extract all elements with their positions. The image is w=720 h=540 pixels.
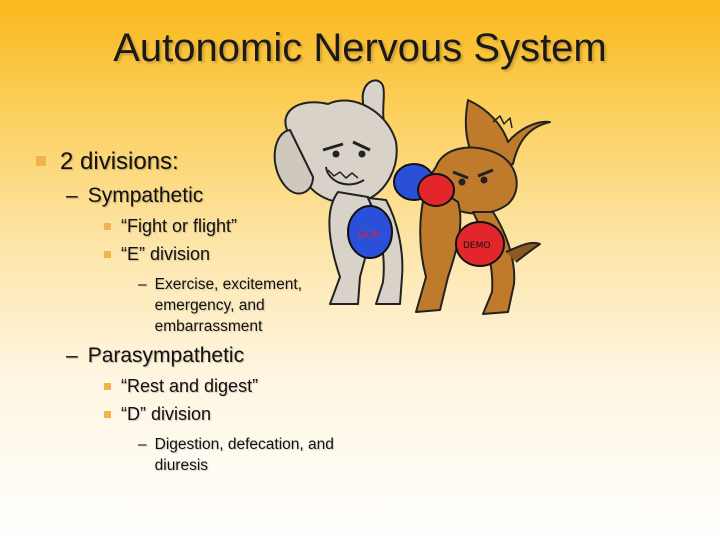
sympathetic-item-text: “E” division [121,244,211,264]
donkey-red-glove: DEMO [455,221,505,267]
slide-title: Autonomic Nervous System [113,26,607,70]
sympathetic-heading: – Sympathetic [66,184,203,208]
bullet-marker-icon [104,383,111,390]
sympathetic-item-text: “Fight or flight” [121,216,238,236]
parasympathetic-item: “Rest and digest” [104,376,258,397]
elephant-figure [273,79,404,305]
bullet-text: 2 divisions: [60,148,179,175]
sympathetic-item: “Fight or flight” [104,216,237,237]
sympathetic-detail: – Exercise, excitement, emergency, and e… [138,274,338,337]
bullet-marker-icon [104,251,111,258]
bullet-two-divisions: 2 divisions: [36,148,179,176]
boxing-gloves-clash [393,163,455,207]
bullet-marker-icon [36,156,46,166]
dash-marker-icon: – [138,276,147,293]
demo-label: DEMO [463,241,490,251]
gop-label: GOP [358,230,380,241]
bullet-marker-icon [104,223,111,230]
dash-marker-icon: – [138,436,147,453]
parasympathetic-item-text: “Rest and digest” [121,376,259,396]
elephant-donkey-boxing-cartoon: GOP DEMO [273,79,551,315]
dash-marker-icon: – [66,184,78,207]
bullet-marker-icon [104,411,111,418]
parasympathetic-detail: – Digestion, defecation, and diuresis [138,434,338,476]
parasympathetic-detail-text: Digestion, defecation, and diuresis [154,436,334,474]
parasympathetic-item: “D” division [104,404,211,425]
parasympathetic-label: Parasympathetic [87,344,245,367]
sympathetic-detail-text: Exercise, excitement, emergency, and emb… [154,276,302,335]
parasympathetic-item-text: “D” division [121,404,212,424]
sympathetic-label: Sympathetic [87,184,204,207]
donkey-figure [415,99,551,315]
elephant-blue-glove: GOP [347,205,393,259]
dash-marker-icon: – [66,344,78,367]
sympathetic-item: “E” division [104,244,210,265]
parasympathetic-heading: – Parasympathetic [66,344,244,368]
